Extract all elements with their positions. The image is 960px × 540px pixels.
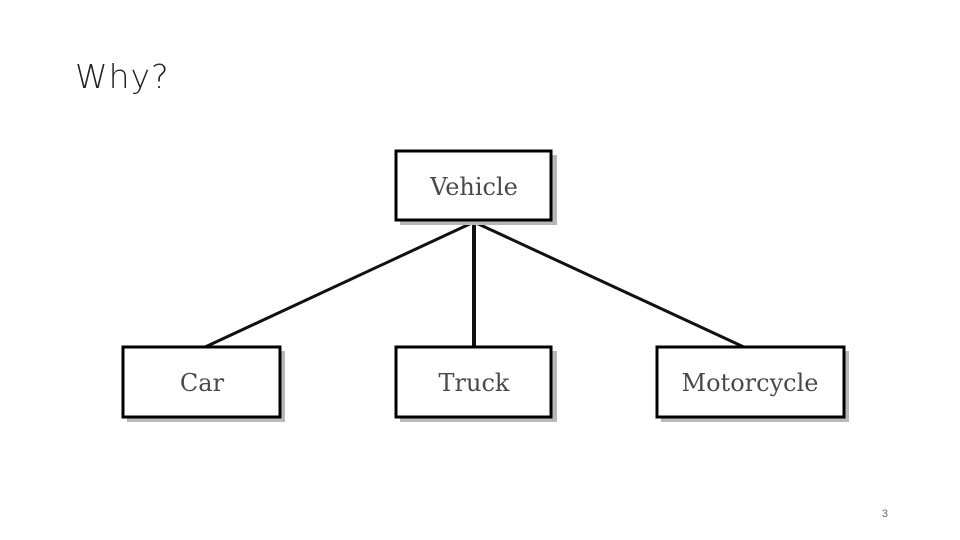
page-number: 3 <box>881 508 888 520</box>
node-label-truck: Truck <box>439 369 510 397</box>
node-truck: Truck <box>394 345 557 422</box>
connector-vehicle-motorcycle <box>473 220 747 350</box>
connector-vehicle-car <box>202 220 475 350</box>
node-label-motorcycle: Motorcycle <box>682 369 819 397</box>
slide-title: Why? <box>75 57 170 96</box>
node-motorcycle: Motorcycle <box>655 345 849 422</box>
node-vehicle: Vehicle <box>394 149 557 225</box>
node-label-vehicle: Vehicle <box>429 173 518 201</box>
node-label-car: Car <box>180 369 225 397</box>
node-car: Car <box>121 345 285 422</box>
